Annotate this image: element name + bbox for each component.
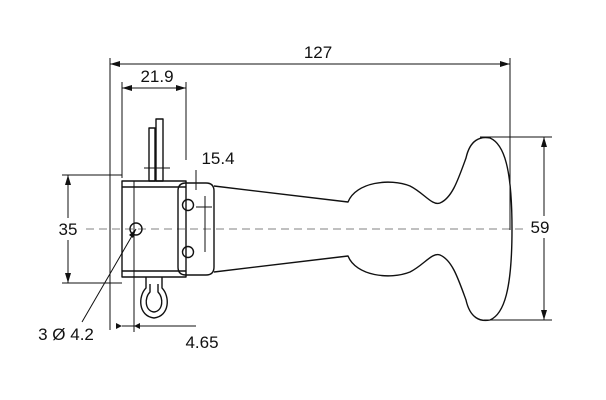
loop-outer <box>140 277 168 319</box>
dimension-label-59: 59 <box>531 218 550 237</box>
mounting-hole-center <box>129 222 143 236</box>
arrowhead-top <box>541 137 547 147</box>
dimension-label-4-65: 4.65 <box>185 333 218 352</box>
leader-line <box>81 228 137 323</box>
loop-inner <box>145 284 163 313</box>
mounting-hole-lower <box>181 245 195 259</box>
arrowhead-left <box>122 85 132 91</box>
t-handle <box>213 136 513 322</box>
dimension-handle-height: 59 <box>480 136 560 321</box>
dimension-label-21-9: 21.9 <box>140 67 173 86</box>
dimension-overall-length: 127 <box>109 43 511 330</box>
arrowhead-right <box>500 61 510 67</box>
arrowhead-top <box>65 175 71 185</box>
arrowhead-right <box>176 85 186 91</box>
hole-callout-label: 3 Ø 4.2 <box>38 325 94 344</box>
arrowhead-bottom <box>65 273 71 283</box>
arrowhead-right <box>134 323 140 329</box>
hinge-bracket <box>177 182 215 276</box>
dimension-plate-thickness: 4.65 <box>116 275 219 352</box>
label-mask <box>52 218 84 240</box>
arrowhead-left <box>110 61 120 67</box>
dimension-hole-offset: 15.4 <box>195 149 235 252</box>
dimension-label-127: 127 <box>304 43 332 62</box>
arrowhead-left <box>116 323 122 329</box>
dimension-label-35: 35 <box>59 220 78 239</box>
keeper-loop <box>140 277 168 319</box>
dimension-label-15-4: 15.4 <box>201 149 234 168</box>
dimension-body-width: 21.9 <box>121 67 187 178</box>
arrowhead-bottom <box>541 310 547 320</box>
bracket-outline <box>177 182 215 276</box>
label-mask <box>526 216 560 238</box>
post-left <box>148 127 156 182</box>
spring-posts <box>144 118 170 182</box>
mounting-hole-upper <box>181 198 195 212</box>
dimension-base-height: 35 <box>52 174 122 284</box>
post-right <box>155 118 164 182</box>
